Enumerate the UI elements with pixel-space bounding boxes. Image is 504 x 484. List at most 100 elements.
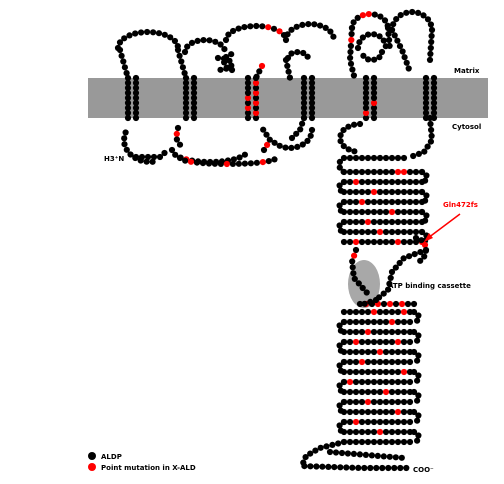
residue bbox=[194, 37, 201, 45]
residue bbox=[394, 178, 402, 186]
residue bbox=[346, 418, 354, 426]
residue bbox=[176, 141, 184, 148]
residue bbox=[388, 26, 396, 34]
residue bbox=[276, 142, 283, 149]
residue bbox=[406, 168, 414, 176]
residue bbox=[182, 94, 190, 102]
residue bbox=[394, 218, 402, 226]
n-terminus-label: H3⁺N bbox=[104, 155, 124, 163]
residue bbox=[400, 178, 408, 186]
residue bbox=[388, 378, 396, 386]
residue bbox=[358, 348, 366, 356]
residue bbox=[400, 238, 408, 246]
residue bbox=[352, 328, 360, 336]
residue bbox=[346, 338, 354, 346]
residue bbox=[352, 308, 360, 316]
mutation-residue bbox=[370, 308, 378, 316]
residue bbox=[422, 104, 430, 112]
legend: ALDP Point mutation in X-ALD bbox=[88, 452, 196, 472]
residue bbox=[329, 441, 336, 448]
residue bbox=[376, 328, 384, 336]
residue bbox=[352, 358, 360, 366]
residue bbox=[244, 99, 252, 107]
residue bbox=[138, 29, 145, 36]
residue bbox=[358, 318, 366, 326]
residue bbox=[376, 188, 384, 196]
residue bbox=[410, 408, 418, 416]
residue bbox=[308, 94, 316, 102]
residue bbox=[284, 62, 291, 69]
residue bbox=[400, 318, 408, 326]
residue bbox=[352, 318, 360, 326]
residue bbox=[340, 228, 348, 236]
residue bbox=[412, 228, 420, 236]
residue bbox=[347, 42, 354, 50]
residue bbox=[415, 9, 422, 16]
residue bbox=[364, 308, 372, 316]
residue bbox=[376, 308, 384, 316]
residue bbox=[358, 218, 366, 226]
residue bbox=[323, 443, 330, 450]
residue bbox=[308, 104, 316, 112]
mutation-residue bbox=[351, 252, 358, 259]
residue bbox=[327, 28, 334, 35]
residue bbox=[430, 94, 438, 102]
residue bbox=[376, 368, 384, 376]
residue bbox=[161, 149, 168, 157]
residue bbox=[340, 398, 348, 406]
residue bbox=[222, 36, 230, 44]
residue bbox=[364, 428, 372, 436]
residue bbox=[352, 408, 360, 416]
residue bbox=[308, 84, 316, 92]
mutation-residue bbox=[276, 28, 283, 35]
residue bbox=[406, 218, 414, 226]
residue bbox=[252, 94, 260, 102]
residue bbox=[121, 35, 128, 42]
residue bbox=[352, 428, 360, 436]
residue bbox=[124, 104, 132, 112]
residue bbox=[382, 358, 390, 366]
residue bbox=[340, 308, 348, 316]
residue bbox=[393, 16, 400, 23]
residue bbox=[400, 428, 408, 436]
residue bbox=[226, 57, 233, 64]
legend-aldp-label: ALDP bbox=[101, 453, 122, 461]
residue bbox=[351, 148, 358, 155]
residue bbox=[418, 198, 426, 206]
mutation-arrow bbox=[424, 213, 461, 242]
residue bbox=[412, 168, 420, 176]
matrix-label: Matrix bbox=[454, 67, 480, 75]
residue bbox=[132, 84, 140, 92]
residue bbox=[300, 114, 308, 122]
residue bbox=[403, 9, 410, 16]
residue bbox=[394, 398, 402, 406]
residue bbox=[406, 338, 414, 346]
residue bbox=[364, 438, 372, 446]
residue bbox=[394, 348, 402, 356]
residue bbox=[401, 54, 408, 61]
residue bbox=[132, 99, 140, 107]
residue bbox=[412, 198, 420, 206]
residue bbox=[400, 208, 408, 216]
residue bbox=[235, 160, 242, 167]
residue bbox=[388, 428, 396, 436]
residue bbox=[370, 79, 378, 87]
residue bbox=[427, 138, 434, 145]
residue bbox=[404, 300, 412, 308]
residue bbox=[304, 137, 311, 144]
residue bbox=[422, 246, 430, 254]
residue bbox=[418, 188, 426, 196]
residue bbox=[217, 66, 224, 73]
residue bbox=[346, 358, 354, 366]
residue bbox=[370, 89, 378, 97]
residue bbox=[409, 8, 416, 16]
mutation-residue bbox=[252, 99, 260, 107]
residue bbox=[358, 208, 366, 216]
residue bbox=[388, 358, 396, 366]
residue bbox=[382, 238, 390, 246]
residue bbox=[346, 328, 354, 336]
mutation-residue bbox=[376, 428, 384, 436]
residue bbox=[346, 428, 354, 436]
residue bbox=[426, 56, 434, 64]
residue bbox=[241, 160, 248, 167]
